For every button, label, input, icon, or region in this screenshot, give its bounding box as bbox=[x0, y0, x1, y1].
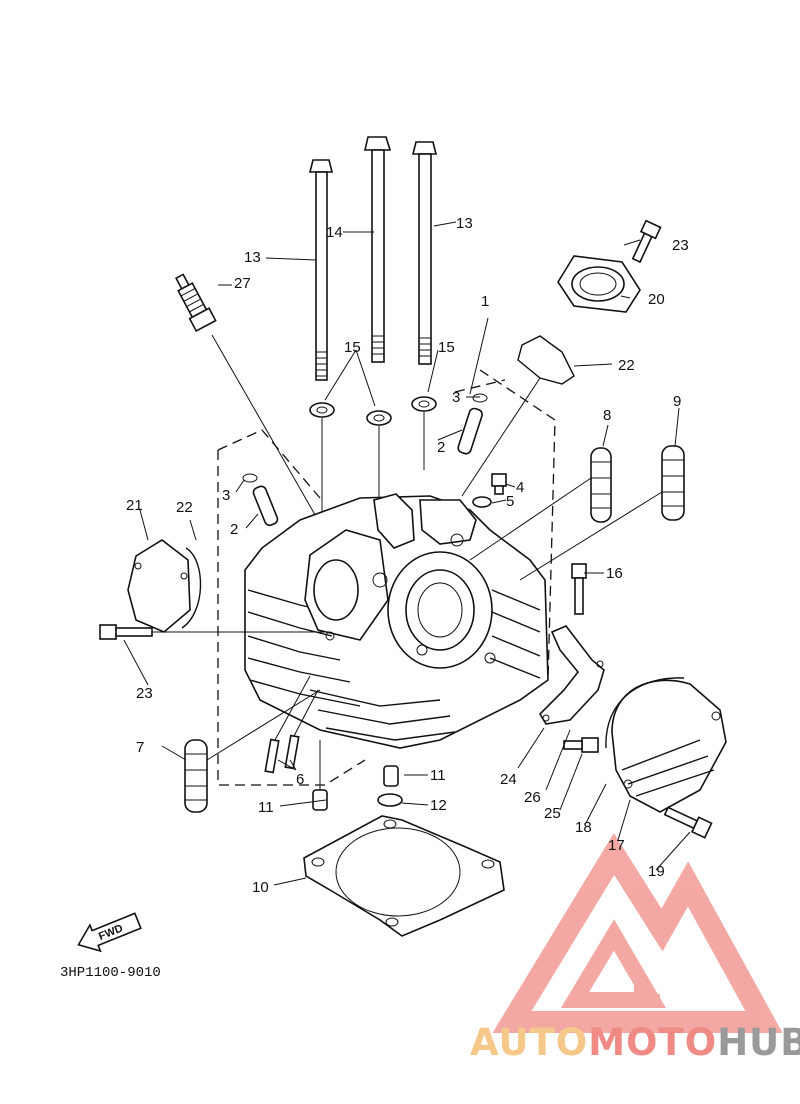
part-code: 3HP1100-9010 bbox=[60, 965, 161, 981]
callout-8: 8 bbox=[603, 407, 611, 424]
callout-19: 19 bbox=[648, 863, 665, 880]
dowel-right bbox=[383, 765, 399, 787]
callout-1: 1 bbox=[481, 293, 489, 310]
washer-right bbox=[411, 396, 437, 412]
callout-25: 25 bbox=[544, 805, 561, 822]
o-ring-upper bbox=[517, 335, 575, 385]
tappet-cover-right bbox=[611, 679, 727, 813]
valve-guide-left bbox=[252, 485, 279, 527]
callout-3-left: 3 bbox=[222, 487, 230, 504]
callout-11-right: 11 bbox=[430, 767, 446, 784]
head-gasket bbox=[303, 815, 505, 937]
callout-16: 16 bbox=[606, 565, 623, 582]
intake-manifold bbox=[557, 255, 641, 313]
callout-9: 9 bbox=[673, 393, 681, 410]
studs bbox=[264, 734, 300, 774]
callout-21: 21 bbox=[126, 497, 143, 514]
callout-3-right: 3 bbox=[452, 389, 460, 406]
callout-4: 4 bbox=[516, 479, 524, 496]
callout-24: 24 bbox=[500, 771, 517, 788]
callout-2-left: 2 bbox=[230, 521, 238, 538]
seal-12 bbox=[377, 793, 403, 807]
damper-9 bbox=[661, 445, 685, 521]
plug-bolt bbox=[491, 473, 507, 495]
callout-7: 7 bbox=[136, 739, 144, 756]
washer-center bbox=[366, 410, 392, 426]
cylinder-head bbox=[244, 493, 549, 749]
watermark-logo bbox=[492, 833, 783, 1033]
damper-8 bbox=[590, 447, 612, 523]
callout-27: 27 bbox=[234, 275, 251, 292]
clip-right bbox=[472, 393, 488, 403]
damper-7 bbox=[184, 739, 208, 813]
clip-left bbox=[242, 473, 258, 483]
head-bolt-right bbox=[411, 141, 438, 365]
manifold-bolt bbox=[631, 219, 662, 264]
callout-5: 5 bbox=[506, 493, 514, 510]
breather-plate bbox=[538, 625, 605, 725]
callout-15-left: 15 bbox=[344, 339, 361, 356]
cover-bolt-right bbox=[663, 806, 713, 839]
callout-6: 6 bbox=[296, 771, 304, 788]
tappet-cover-left bbox=[127, 539, 191, 633]
callout-22-upper: 22 bbox=[618, 357, 635, 374]
o-ring-right bbox=[605, 677, 685, 749]
callout-18: 18 bbox=[575, 819, 592, 836]
head-bolt-center bbox=[363, 136, 392, 363]
callout-11-left: 11 bbox=[258, 799, 274, 816]
callout-13-left: 13 bbox=[244, 249, 261, 266]
callout-13-right: 13 bbox=[456, 215, 473, 232]
head-bolt-left bbox=[308, 159, 334, 381]
callout-22-left: 22 bbox=[176, 499, 193, 516]
watermark-text: AUTOMOTOHUB bbox=[470, 1021, 800, 1064]
watermark-word-moto: MOTO bbox=[588, 1021, 717, 1064]
callout-17: 17 bbox=[608, 837, 625, 854]
cover-bolt-left bbox=[99, 624, 153, 640]
watermark-word-hub: HUB bbox=[717, 1021, 800, 1064]
assembly-boundary bbox=[217, 369, 556, 786]
callouts: 1 2 2 3 3 4 5 6 7 8 9 10 11 11 12 13 13 … bbox=[126, 215, 689, 896]
breather-bolt bbox=[563, 737, 599, 753]
bolt-16 bbox=[571, 563, 587, 615]
watermark-word-auto: AUTO bbox=[470, 1021, 588, 1064]
callout-20: 20 bbox=[648, 291, 665, 308]
spark-plug bbox=[175, 273, 217, 333]
forward-direction-arrow: FWD bbox=[77, 912, 142, 953]
callout-26: 26 bbox=[524, 789, 541, 806]
o-ring-left bbox=[181, 547, 202, 629]
callout-14: 14 bbox=[326, 224, 343, 241]
callout-23-lower: 23 bbox=[136, 685, 153, 702]
callout-2-right: 2 bbox=[437, 439, 445, 456]
callout-15-right: 15 bbox=[438, 339, 455, 356]
callout-23-upper: 23 bbox=[672, 237, 689, 254]
callout-10: 10 bbox=[252, 879, 269, 896]
valve-guide-right bbox=[457, 407, 483, 455]
washer-left bbox=[309, 402, 335, 418]
plug-washer bbox=[472, 496, 492, 508]
callout-12: 12 bbox=[430, 797, 447, 814]
